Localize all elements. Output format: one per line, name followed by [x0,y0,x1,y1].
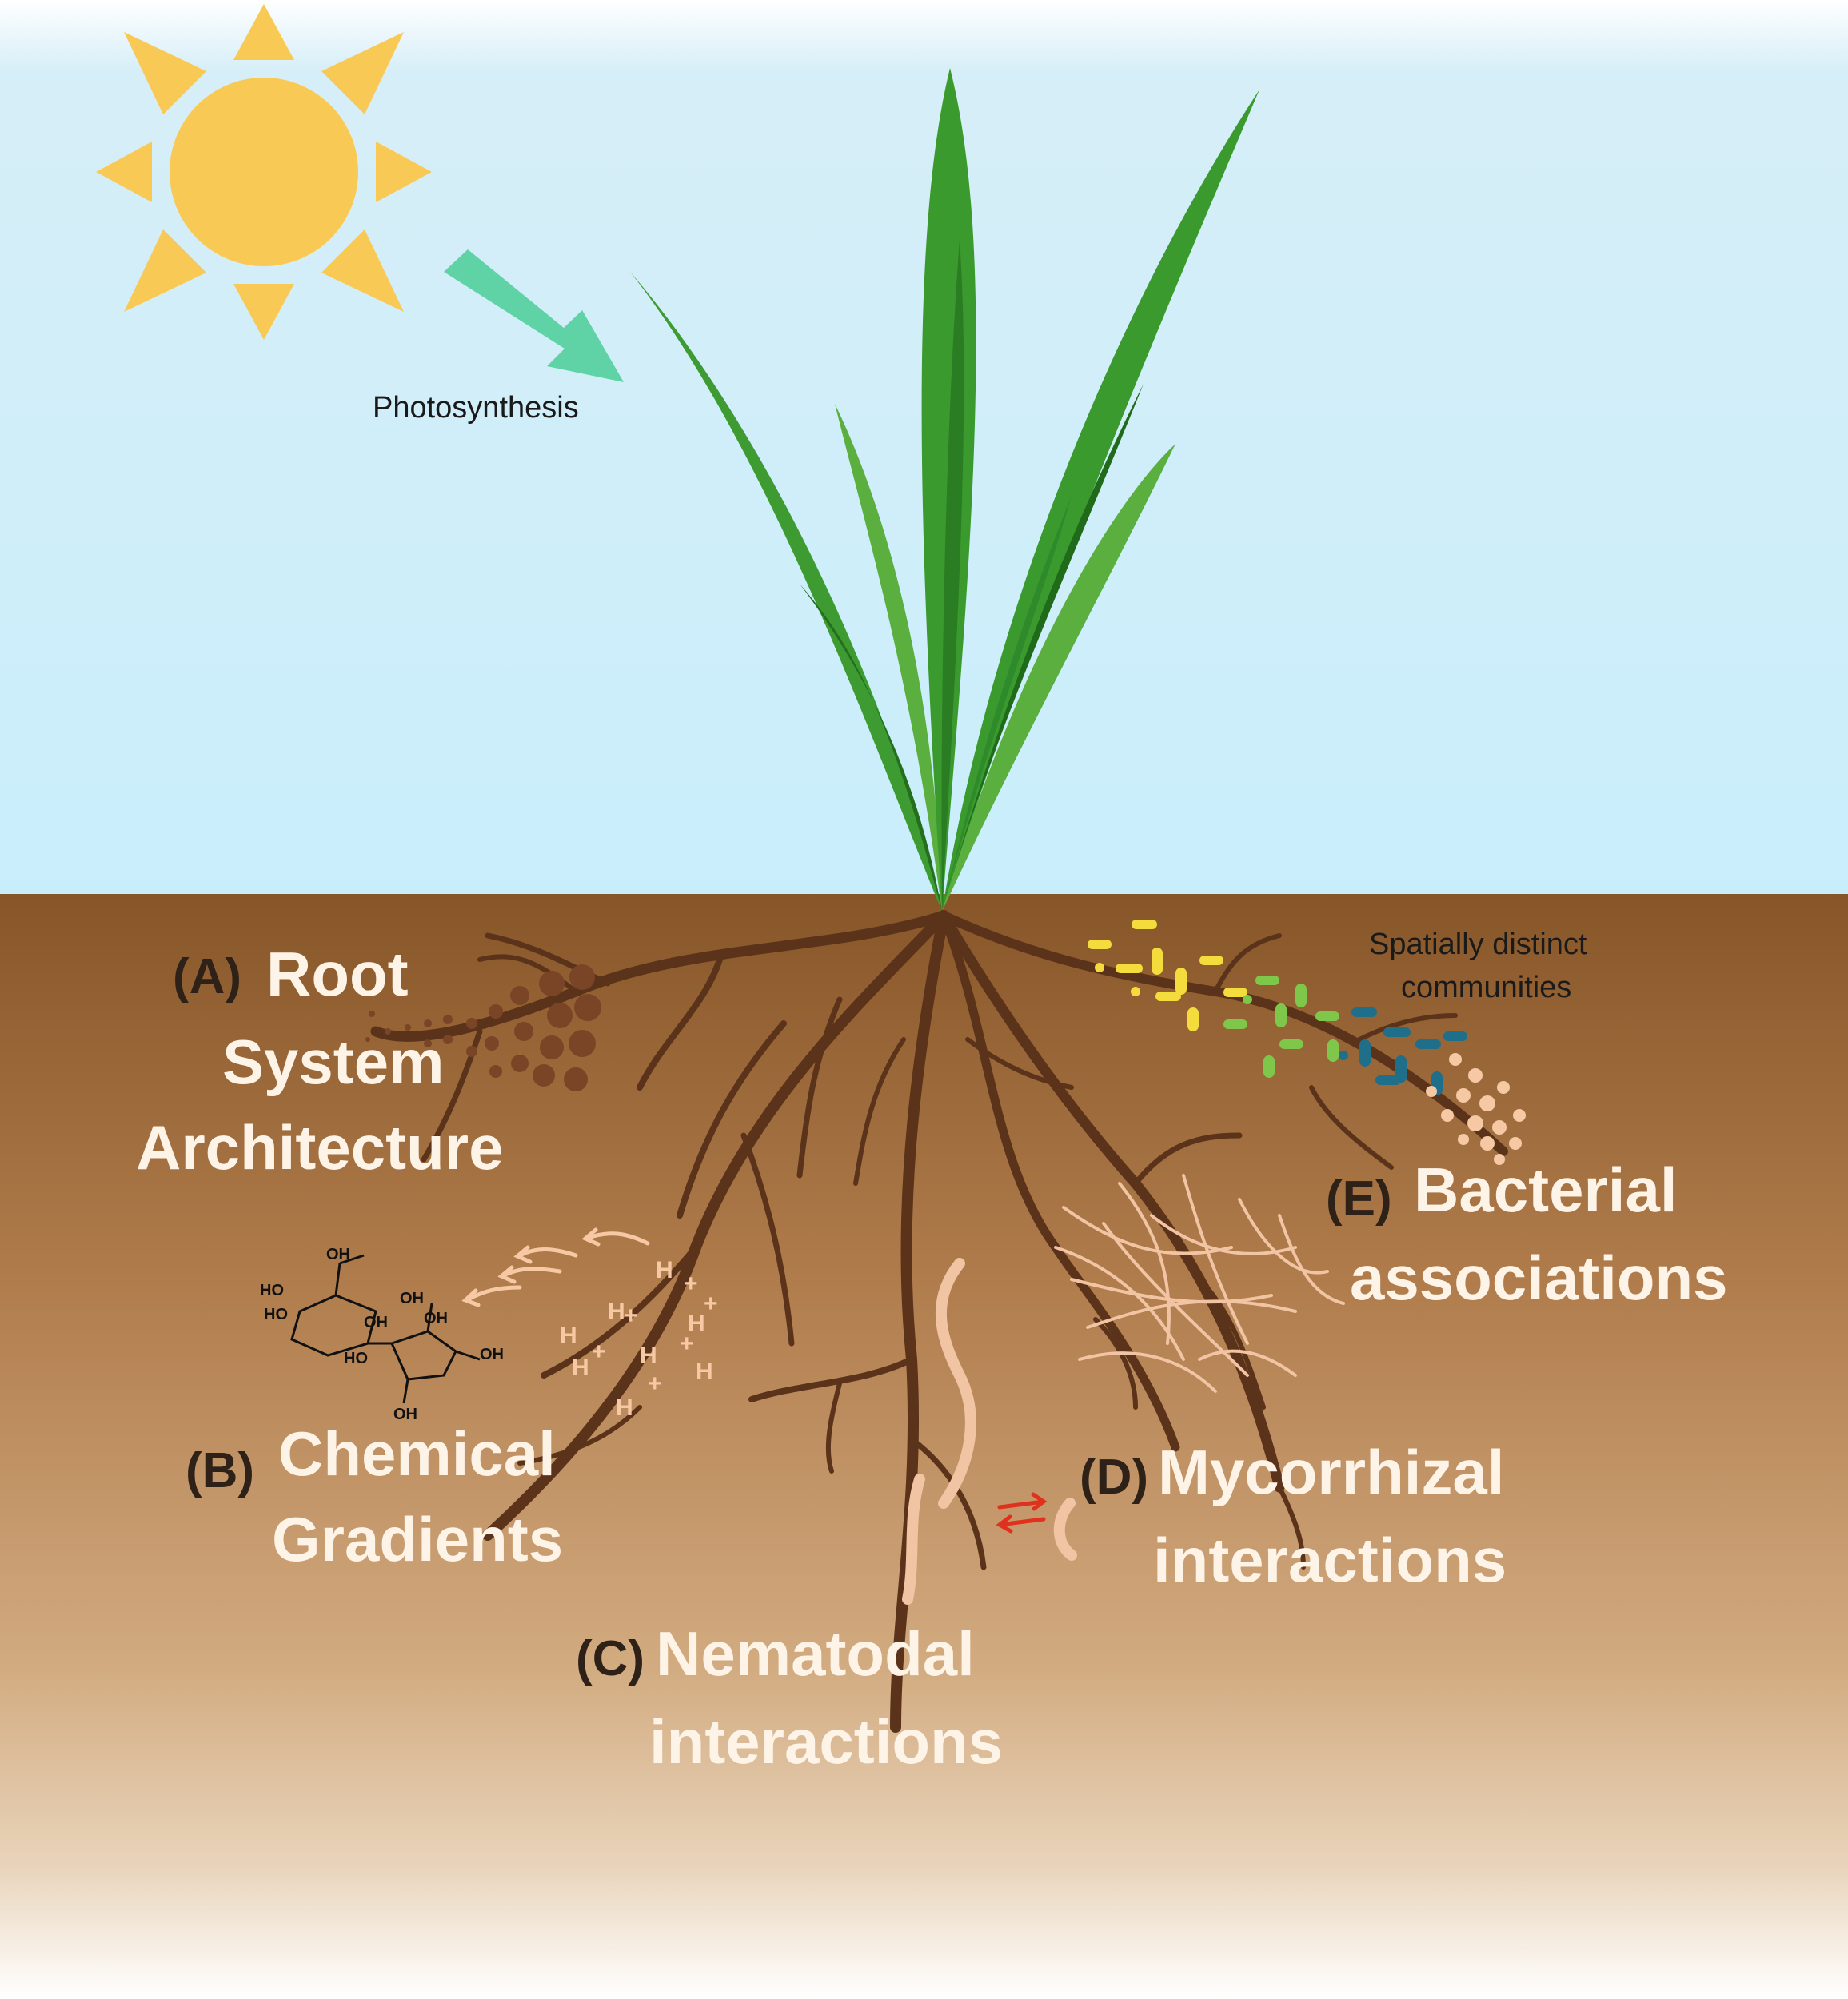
label-a-line2: System [222,1027,445,1097]
svg-text:OH: OH [424,1310,448,1327]
svg-text:+: + [704,1291,718,1317]
root-architecture-dots-icon [365,964,601,1091]
sugar-molecule-labels: HO HO OH OH OH OH HO OH OH [260,1246,504,1423]
spatial-communities-label-line1: Spatially distinct [1369,928,1587,961]
label-e-line2: associations [1350,1243,1728,1313]
sun-icon [96,4,432,340]
label-e-line1: Bacterial [1414,1155,1678,1225]
label-c-tag: (C) [576,1631,645,1686]
svg-text:H: H [560,1323,577,1349]
plant-leaves-icon [630,68,1259,912]
label-b-line1: Chemical [278,1418,556,1489]
svg-text:OH: OH [364,1314,388,1331]
svg-text:+: + [680,1331,694,1357]
spatial-communities-label-line2: communities [1401,971,1571,1004]
svg-text:+: + [648,1371,662,1397]
nematode-worms-icon [902,1258,1077,1605]
root-system-icon [370,910,1508,1733]
svg-text:HO: HO [260,1282,284,1299]
label-d-tag: (D) [1080,1450,1148,1505]
svg-text:H: H [688,1311,705,1337]
svg-text:H: H [656,1257,673,1283]
svg-text:H: H [608,1299,625,1325]
label-b-line2: Gradients [272,1504,563,1574]
mycorrhizal-hyphae-icon [1054,1174,1345,1393]
label-d-line2: interactions [1153,1525,1507,1595]
sugar-molecule-icon [290,1254,481,1404]
exchange-arrows-icon [996,1492,1048,1534]
svg-text:H: H [572,1355,589,1381]
chemical-gradient-arrows-icon [461,1227,650,1307]
svg-text:HO: HO [344,1350,368,1367]
bacteria-peach-icon [1426,1053,1526,1165]
photosynthesis-label: Photosynthesis [373,391,579,425]
svg-text:OH: OH [393,1406,417,1423]
svg-text:OH: OH [326,1246,350,1263]
label-d-line1: Mycorrhizal [1158,1437,1504,1507]
svg-text:+: + [592,1339,606,1365]
label-c-line2: interactions [649,1706,1003,1777]
svg-text:+: + [624,1303,638,1329]
svg-text:+: + [684,1271,698,1297]
svg-text:HO: HO [264,1306,288,1323]
label-b-tag: (B) [186,1443,254,1498]
label-c-line1: Nematodal [656,1618,975,1689]
svg-text:H: H [696,1359,713,1385]
bacteria-blue-icon [1339,1007,1467,1095]
label-e-tag: (E) [1326,1171,1392,1227]
label-a-line3: Architecture [136,1112,503,1183]
bacteria-green-icon [1223,976,1339,1078]
svg-text:OH: OH [400,1290,424,1307]
label-a-tag: (A) [173,949,241,1004]
bacteria-yellow-icon [1088,920,1247,1031]
svg-text:H: H [616,1395,633,1421]
hydrogen-ions-icon: HH H+ HH HH ++ ++ +H [560,1257,718,1421]
svg-text:H: H [640,1343,657,1369]
label-a-line1: Root [266,939,409,1009]
photosynthesis-arrow-icon [444,249,624,382]
svg-text:OH: OH [480,1346,504,1363]
